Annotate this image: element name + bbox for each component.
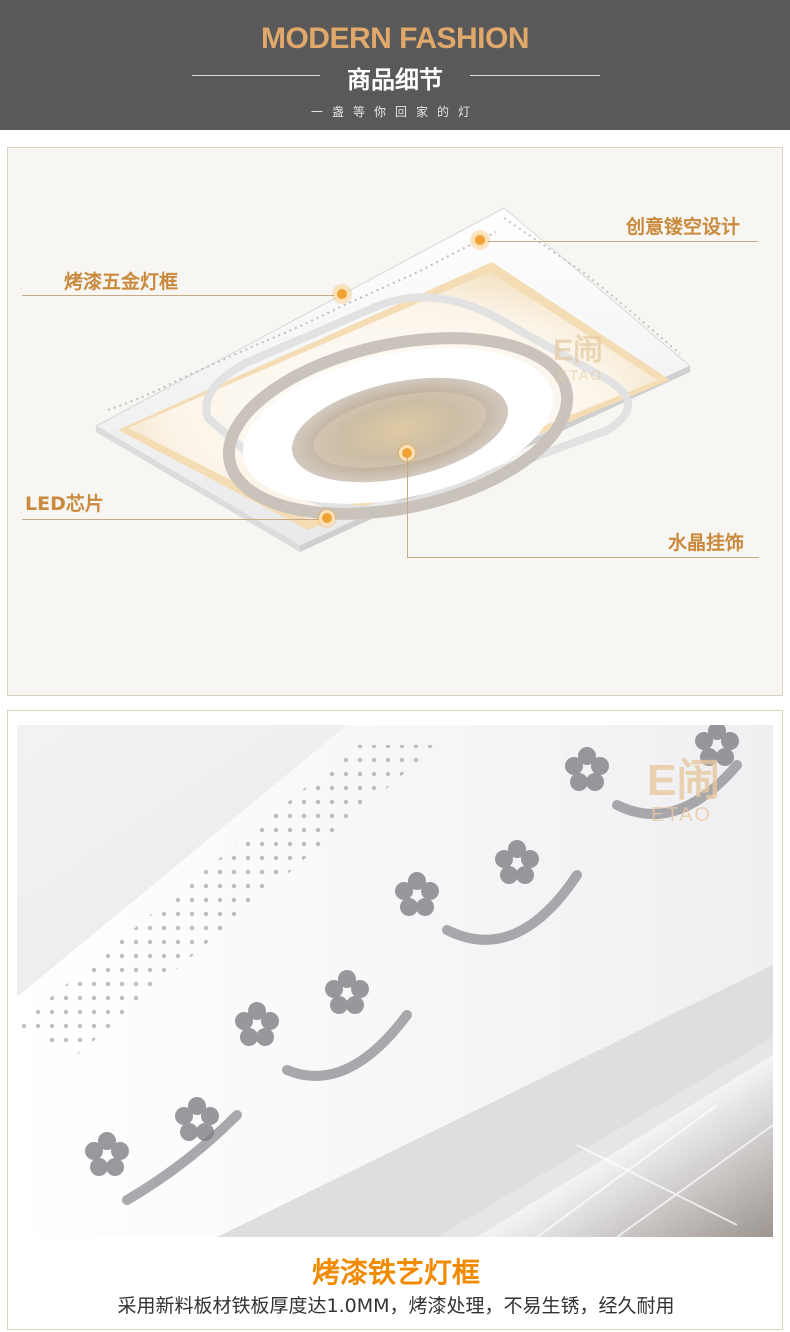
callout-label-led: LED芯片 bbox=[25, 493, 104, 515]
detail-watermark-sub: ETAO bbox=[558, 367, 603, 383]
header-subtitle: 商品细节 bbox=[347, 66, 443, 94]
detail-panel: E闹 ETAO 创意镂空设计 烤漆五金灯框 LED芯片 水晶挂饰 bbox=[7, 147, 783, 696]
callout-dot-led bbox=[319, 510, 335, 526]
callout-dot-frame bbox=[334, 286, 350, 302]
closeup-watermark: E闹 bbox=[647, 756, 720, 805]
callout-line-crystal bbox=[407, 557, 759, 558]
header-title: MODERN FASHION bbox=[260, 22, 530, 55]
callout-line-hollow bbox=[480, 241, 758, 242]
callout-label-crystal: 水晶挂饰 bbox=[668, 532, 745, 554]
callout-dot-hollow bbox=[472, 232, 488, 248]
closeup-panel: E闹 ETAO 烤漆铁艺灯框 采用新料板材铁板厚度达1.0MM，烤漆处理，不易生… bbox=[7, 710, 783, 1330]
callout-label-frame: 烤漆五金灯框 bbox=[64, 271, 179, 293]
lamp-product-image: E闹 ETAO bbox=[94, 207, 691, 552]
callout-vline-crystal bbox=[407, 458, 408, 558]
closeup-title: 烤漆铁艺灯框 bbox=[311, 1256, 480, 1289]
closeup-watermark-sub: ETAO bbox=[651, 804, 712, 826]
callout-line-frame bbox=[22, 295, 344, 296]
frame-closeup-image: E闹 ETAO bbox=[17, 725, 773, 1237]
callout-label-hollow: 创意镂空设计 bbox=[626, 216, 741, 238]
header-banner: MODERN FASHION 商品细节 一盏等你回家的灯 bbox=[0, 0, 790, 130]
header-tagline: 一盏等你回家的灯 bbox=[310, 105, 479, 119]
detail-watermark: E闹 bbox=[553, 334, 603, 367]
header-divider-left bbox=[192, 75, 320, 76]
header-divider-right bbox=[470, 75, 600, 76]
closeup-description: 采用新料板材铁板厚度达1.0MM，烤漆处理，不易生锈，经久耐用 bbox=[117, 1295, 675, 1317]
callout-line-led bbox=[22, 519, 328, 520]
